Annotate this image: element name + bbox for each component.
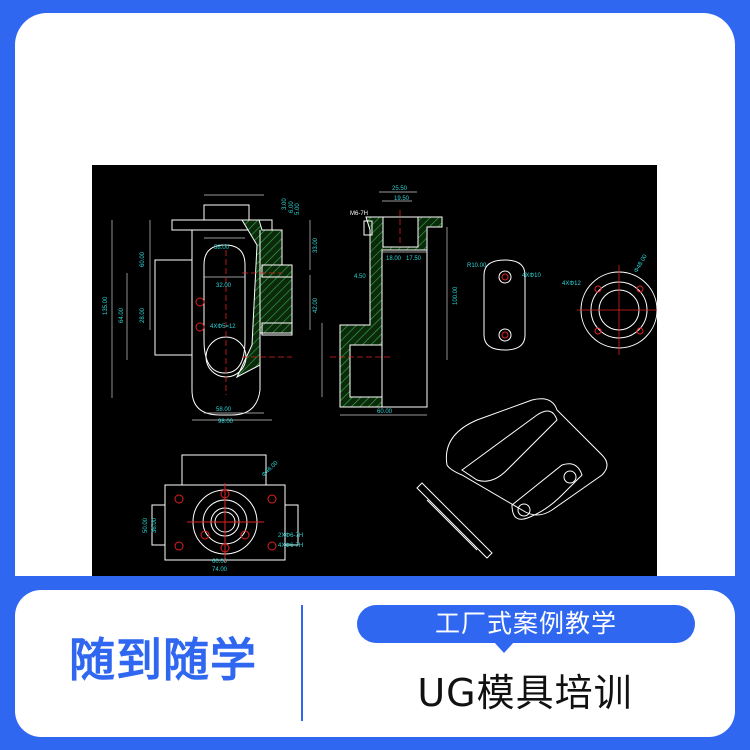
isometric-view (416, 398, 608, 559)
svg-text:100.00: 100.00 (453, 286, 459, 305)
bottom-view: 60.00 74.00 50.00 36.00 2XΦ6-7H 4XΦ6-7H … (143, 454, 303, 573)
svg-text:Φ48.00: Φ48.00 (634, 253, 649, 274)
pill-pointer-icon (494, 642, 514, 653)
svg-text:58.00: 58.00 (214, 245, 230, 251)
svg-text:60.00: 60.00 (140, 251, 146, 267)
vertical-divider (301, 605, 303, 721)
svg-text:58.00: 58.00 (216, 407, 232, 413)
svg-text:25.50: 25.50 (392, 186, 408, 192)
svg-text:4XΦ6-7H: 4XΦ6-7H (278, 543, 303, 549)
svg-text:19.50: 19.50 (394, 196, 410, 202)
svg-text:4XΦ5=12: 4XΦ5=12 (210, 324, 236, 330)
svg-text:2XΦ6-7H: 2XΦ6-7H (278, 533, 303, 539)
svg-text:6.00: 6.00 (289, 201, 295, 213)
svg-text:4.50: 4.50 (354, 274, 366, 280)
svg-text:42.00: 42.00 (313, 297, 319, 313)
svg-text:17.50: 17.50 (406, 256, 422, 262)
svg-text:4XΦ10: 4XΦ10 (522, 273, 541, 279)
side-view: 25.50 19.50 18.00 17.50 4.50 60.00 100.0… (321, 186, 459, 416)
slot-detail: R10.00 4XΦ10 (467, 259, 541, 351)
svg-text:5.00: 5.00 (295, 203, 301, 215)
tag-pill: 工厂式案例教学 (357, 605, 695, 643)
slogan-text: 随到随学 (69, 633, 257, 687)
svg-text:Φ46.00: Φ46.00 (261, 460, 280, 479)
svg-text:36.00: 36.00 (152, 517, 158, 533)
svg-text:50.00: 50.00 (143, 517, 149, 533)
svg-text:M6-7H: M6-7H (350, 211, 368, 217)
course-title: UG模具培训 (417, 671, 633, 715)
svg-text:28.00: 28.00 (140, 307, 146, 323)
svg-text:32.00: 32.00 (216, 283, 232, 289)
svg-text:18.00: 18.00 (386, 256, 402, 262)
svg-text:60.00: 60.00 (212, 559, 228, 565)
svg-text:33.00: 33.00 (313, 237, 319, 253)
svg-text:98.00: 98.00 (218, 419, 234, 425)
svg-text:64.00: 64.00 (119, 307, 125, 323)
svg-text:4XΦ12: 4XΦ12 (562, 281, 581, 287)
svg-text:135.00: 135.00 (103, 296, 109, 315)
svg-text:60.00: 60.00 (377, 409, 393, 415)
svg-text:R10.00: R10.00 (467, 263, 487, 269)
flange-detail: 4XΦ12 Φ48.00 (562, 253, 657, 355)
front-view: 58.00 32.00 58.00 98.00 4XΦ5=12 135.00 6… (103, 194, 319, 425)
cad-drawing-image: 58.00 32.00 58.00 98.00 4XΦ5=12 135.00 6… (92, 165, 657, 576)
svg-text:3.00: 3.00 (282, 198, 288, 210)
svg-text:74.00: 74.00 (212, 567, 228, 573)
cad-drawing-svg: 58.00 32.00 58.00 98.00 4XΦ5=12 135.00 6… (103, 186, 657, 573)
